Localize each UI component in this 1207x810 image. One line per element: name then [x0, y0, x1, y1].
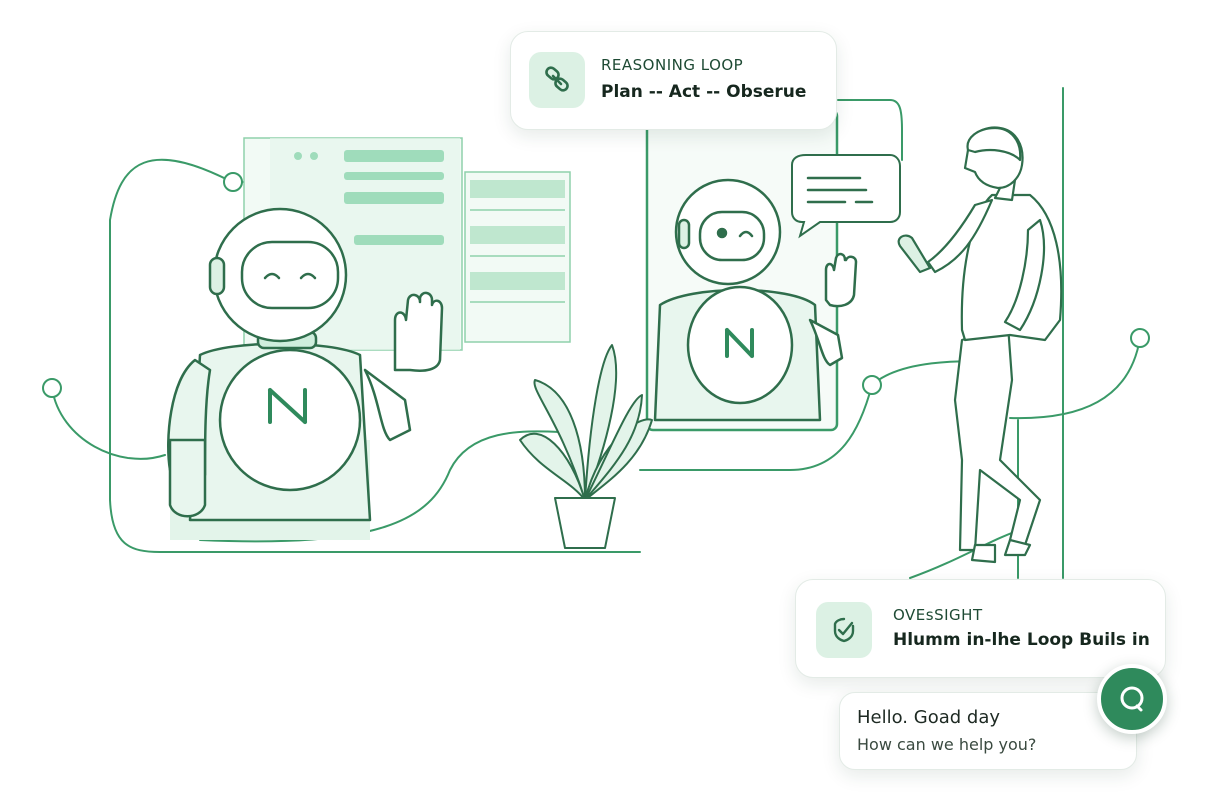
chat-greeting-text: Hello. Goad day	[857, 707, 1000, 728]
speech-bubble-icon	[791, 154, 901, 239]
robot-middle	[653, 178, 858, 422]
connector-line	[109, 158, 641, 553]
node-dot	[42, 378, 62, 398]
person	[897, 126, 1063, 564]
connector-line	[639, 384, 873, 471]
node-dot	[1130, 328, 1150, 348]
reasoning-loop-label: REASONING LOOP	[601, 56, 744, 74]
reasoning-loop-card: REASONING LOOP Plan -- Act -- Obserue	[510, 31, 837, 130]
chat-subtext: How can we help you?	[857, 735, 1037, 754]
node-dot	[862, 375, 882, 395]
node-dot	[223, 172, 243, 192]
chat-launcher-button[interactable]	[1097, 664, 1167, 734]
link-icon	[529, 52, 585, 108]
connector-line	[51, 387, 166, 460]
connector-line	[1009, 337, 1141, 420]
oversight-label: OVEѕSIGHT	[893, 606, 983, 624]
oversight-description: Hlumm in-lhe Loop Buils in	[893, 630, 1150, 650]
reasoning-loop-steps: Plan -- Act -- Obserue	[601, 82, 807, 102]
chat-bubble-icon	[1120, 686, 1144, 712]
check-shield-icon	[816, 602, 872, 658]
oversight-card: OVEѕSIGHT Hlumm in-lhe Loop Buils in	[795, 579, 1166, 678]
robot-left	[167, 207, 444, 540]
plant	[519, 344, 653, 549]
connector-line	[837, 99, 903, 161]
chat-greeting-bubble[interactable]: Hello. Goad day How can we help you?	[839, 692, 1137, 770]
